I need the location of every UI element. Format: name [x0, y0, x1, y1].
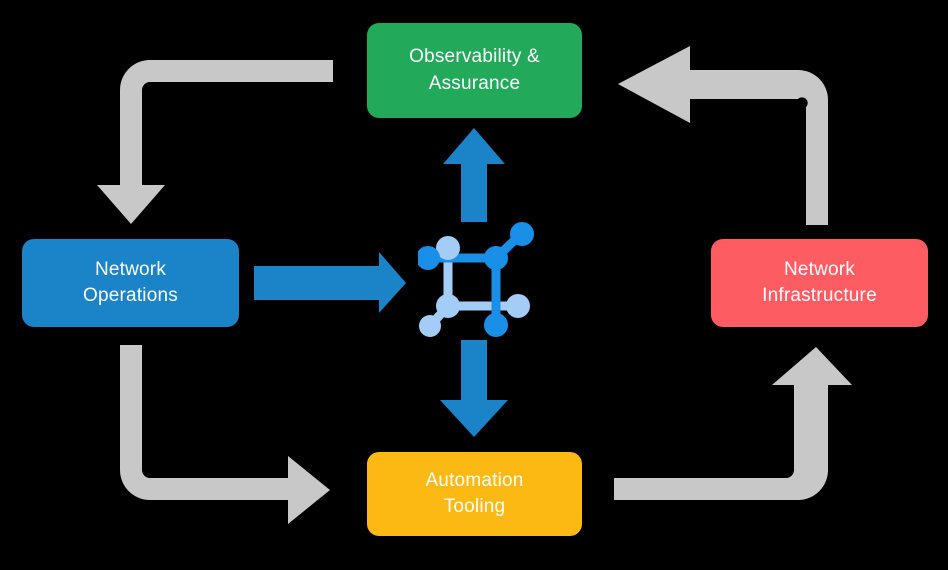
topology-nodes-secondary	[419, 236, 530, 337]
arrow-spoke-down	[440, 340, 508, 437]
node-box-network-operations[interactable]: Network Operations	[22, 239, 239, 327]
arrow-top-right-loop	[618, 46, 828, 225]
arrow-spoke-up	[443, 128, 505, 222]
node-box-observability[interactable]: Observability & Assurance	[367, 23, 582, 118]
arrow-bottom-right-loop	[614, 347, 852, 500]
node-box-automation-tooling[interactable]: Automation Tooling	[367, 452, 582, 536]
arrow-spoke-right	[254, 252, 406, 313]
arrow-bottom-left-loop	[120, 345, 330, 524]
arrow-top-left-loop	[97, 60, 333, 224]
network-topology-icon	[418, 222, 534, 337]
node-box-network-infrastructure[interactable]: Network Infrastructure	[711, 239, 928, 327]
topology-nodes-primary	[418, 222, 534, 337]
